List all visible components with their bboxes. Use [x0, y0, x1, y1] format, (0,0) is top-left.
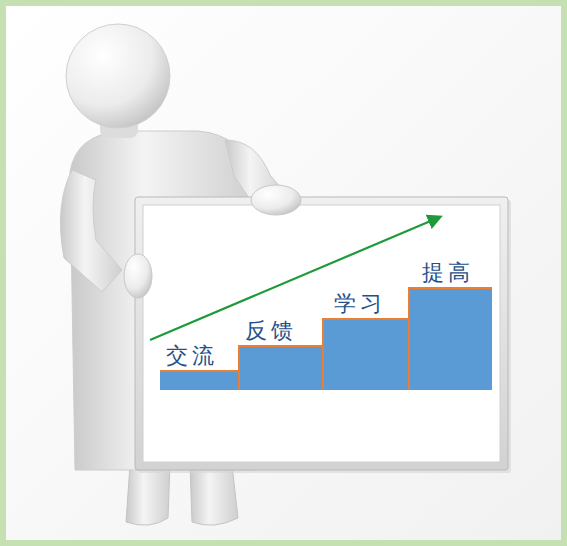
step-bar	[408, 287, 492, 390]
step-bar	[160, 370, 238, 390]
step-label: 提高	[422, 260, 474, 285]
figure-leg	[126, 465, 170, 525]
step-label: 交流	[166, 343, 218, 368]
whiteboard	[143, 205, 500, 462]
stair-step: 学习	[322, 291, 408, 390]
figure-leg	[190, 465, 238, 525]
stair-step: 反馈	[238, 318, 322, 390]
step-bar	[322, 318, 408, 390]
background	[6, 6, 561, 540]
figure-arm	[60, 170, 122, 292]
step-label: 学习	[334, 291, 386, 316]
step-label: 反馈	[245, 318, 297, 343]
board-shadow	[138, 200, 511, 473]
stair-step: 提高	[408, 260, 492, 390]
stair-step: 交流	[160, 343, 238, 390]
figure-head	[66, 24, 170, 128]
whiteboard-frame	[135, 197, 508, 470]
step-bar	[238, 345, 322, 390]
figure-thumb	[124, 254, 152, 298]
figure-hand	[251, 185, 301, 215]
